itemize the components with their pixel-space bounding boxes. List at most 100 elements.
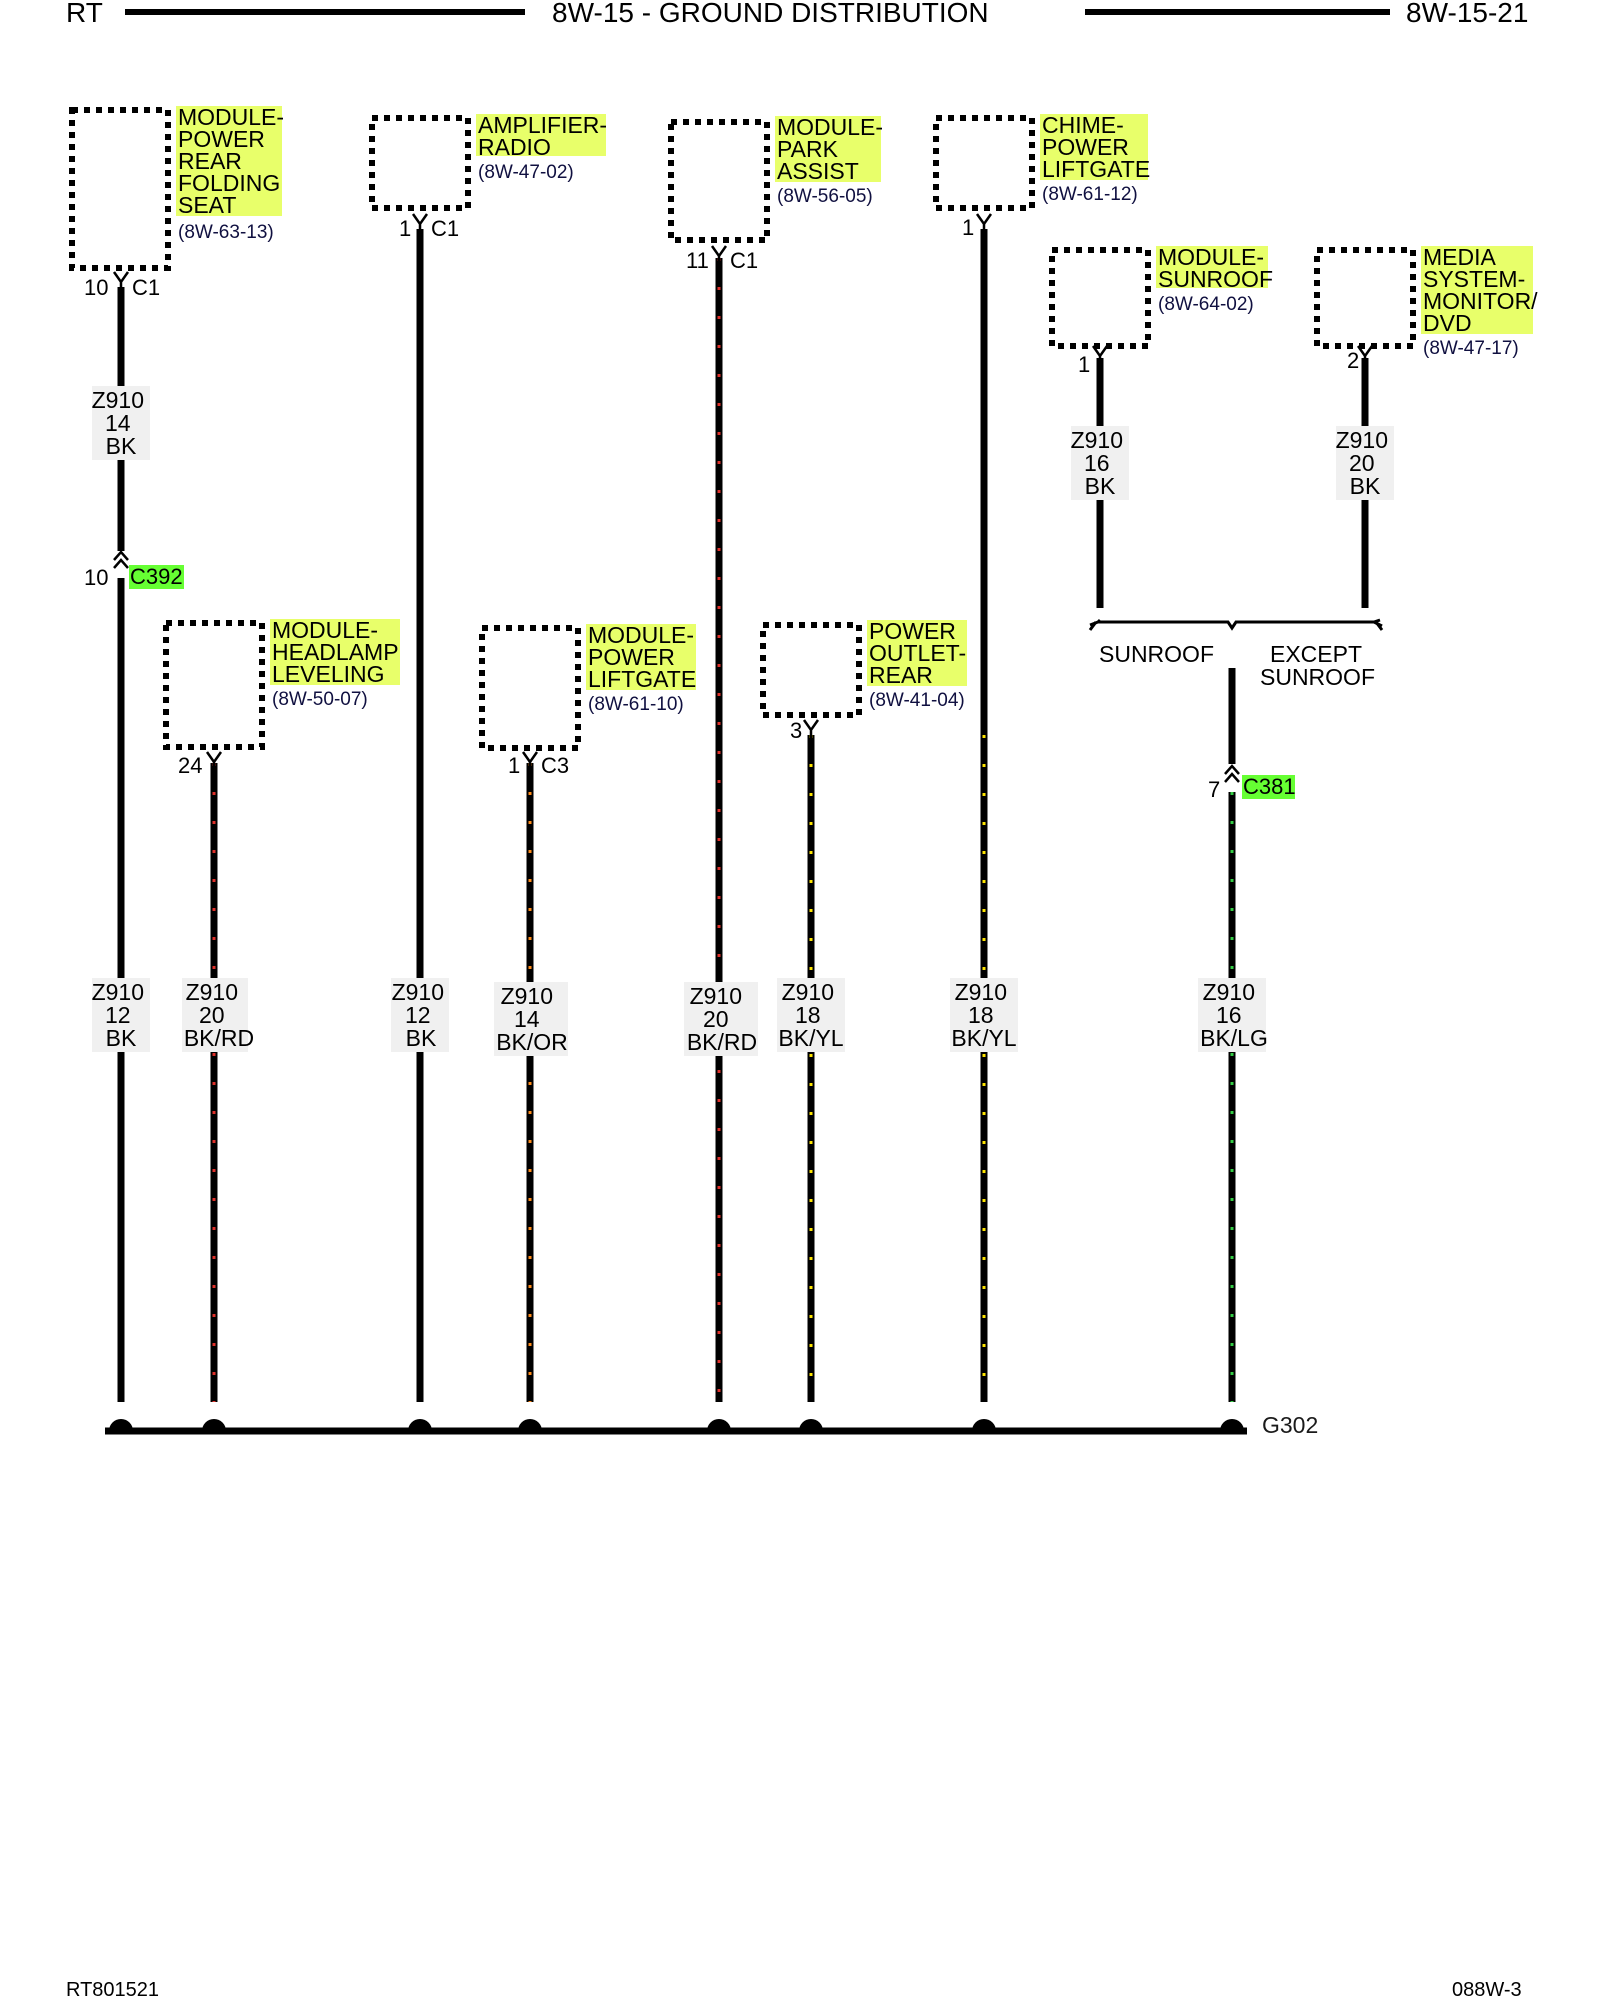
connector-id: C1: [132, 275, 160, 300]
wire-color: BK/LG: [1200, 1025, 1268, 1051]
wire-gauge: 18: [795, 1002, 821, 1028]
wire-label-bg: [1198, 978, 1266, 1052]
wire-label-bg: [950, 978, 1018, 1052]
module-label-line: SYSTEM-: [1423, 266, 1525, 292]
wire-circuit: Z910: [782, 979, 834, 1005]
module-ref: (8W-61-12): [1042, 184, 1138, 205]
wire-label: Z910 20 BK/RD: [182, 978, 254, 1052]
module-media-system-monitor-dvd: MEDIA SYSTEM- MONITOR/ DVD (8W-47-17) 2: [1347, 244, 1544, 373]
pin-number: 1: [508, 753, 520, 778]
wire-label-text: Z910 18 BK/YL: [778, 979, 843, 1051]
module-label-line: MEDIA: [1423, 244, 1497, 270]
wire-label: Z910 12 BK: [391, 978, 449, 1052]
option-except-line1: EXCEPT: [1270, 641, 1362, 667]
module-label-line: LIFTGATE: [1042, 156, 1150, 182]
wire-label-bg: [1336, 426, 1394, 500]
module-label-line: MODULE-: [777, 114, 883, 140]
junction-dot: [109, 1419, 133, 1431]
module-label-line: REAR: [869, 662, 933, 688]
module-media-dvd-box: [1314, 247, 1416, 349]
wire-gauge: 16: [1216, 1002, 1242, 1028]
module-label: CHIME- POWER LIFTGATE: [1042, 112, 1150, 182]
wire-circuit: Z910: [501, 983, 553, 1009]
wire-label-text: Z910 14 BK/OR: [496, 983, 568, 1055]
module-label-line: MONITOR/: [1423, 288, 1538, 314]
pin-number: 10: [84, 275, 108, 300]
module-power-rear-folding-seat-box: [69, 107, 171, 271]
wire-label-text: Z910 20 BK/RD: [687, 983, 757, 1055]
inline-connector-c381: 7 C381: [1208, 774, 1296, 802]
module-headlamp-leveling: MODULE- HEADLAMP LEVELING (8W-50-07) 24: [178, 617, 400, 778]
wire-label-text: Z910 18 BK/YL: [951, 979, 1016, 1051]
pin-symbol: [205, 751, 223, 768]
pin-symbol: [1356, 345, 1374, 362]
pin-symbol: [802, 719, 820, 738]
wire-label-bg: [92, 386, 150, 460]
connector-id: C1: [730, 248, 758, 273]
module-power-outlet-rear: POWER OUTLET- REAR (8W-41-04) 3: [790, 618, 973, 743]
module-ref: (8W-50-07): [272, 689, 368, 710]
connector-highlight: [129, 565, 184, 589]
module-label: POWER OUTLET- REAR: [869, 618, 973, 688]
module-park-assist: MODULE- PARK ASSIST (8W-56-05) 11 C1: [686, 114, 889, 273]
label-highlight: [1156, 246, 1268, 288]
wire-gauge: 20: [1349, 450, 1375, 476]
wire-color: BK: [106, 433, 137, 459]
wire-gauge: 20: [199, 1002, 225, 1028]
connector-name: C392: [130, 564, 183, 589]
wire-circuit: Z910: [92, 387, 144, 413]
module-label-line: PARK: [777, 136, 839, 162]
module-label-line: FOLDING: [178, 170, 280, 196]
junction-dot: [408, 1419, 432, 1431]
junction-dot: [799, 1419, 823, 1431]
connector-highlight: [1242, 775, 1295, 799]
module-label-line: POWER: [1042, 134, 1129, 160]
inline-connector-c392-symbol: [113, 550, 129, 569]
module-label: MEDIA SYSTEM- MONITOR/ DVD: [1423, 244, 1544, 336]
label-highlight: [586, 624, 696, 690]
wire-circuit: Z910: [392, 979, 444, 1005]
label-highlight: [1040, 114, 1148, 180]
wire-circuit: Z910: [955, 979, 1007, 1005]
module-boxes: [69, 107, 1416, 751]
junction-dot: [1220, 1419, 1244, 1431]
pin-number: 24: [178, 753, 202, 778]
junction-dot: [707, 1419, 731, 1431]
inline-connector-symbols: [113, 550, 1240, 783]
pin-symbol: [521, 751, 539, 768]
pin-number: 2: [1347, 348, 1359, 373]
module-power-outlet-rear-box: [760, 622, 862, 718]
module-power-liftgate: MODULE- POWER LIFTGATE (8W-61-10) 1 C3: [508, 622, 696, 778]
option-bracket: [1089, 618, 1383, 631]
module-label-line: LIFTGATE: [588, 666, 696, 692]
ground-label: G302: [1262, 1412, 1318, 1438]
module-label-line: RADIO: [478, 134, 551, 160]
footer-left: RT801521: [66, 1979, 159, 2000]
pin-number: 7: [1208, 777, 1220, 802]
wire-color: BK: [1085, 473, 1116, 499]
module-label: MODULE- PARK ASSIST: [777, 114, 889, 184]
module-label-line: LEVELING: [272, 661, 385, 687]
junction-dot: [202, 1419, 226, 1431]
pin-number: 1: [962, 215, 974, 240]
module-label-line: REAR: [178, 148, 242, 174]
wire-label-text: Z910 20 BK: [1336, 427, 1395, 499]
wire-gauge: 14: [514, 1006, 540, 1032]
wire-label: Z910 18 BK/YL: [950, 978, 1018, 1052]
header-left: RT: [66, 0, 103, 28]
module-sunroof: MODULE- SUNROOF (8W-64-02) 1: [1078, 244, 1273, 377]
wire-label: Z910 12 BK: [92, 978, 150, 1052]
wire-gauge: 18: [968, 1002, 994, 1028]
pin-symbol: [1091, 345, 1109, 362]
module-power-rear-folding-seat: MODULE- POWER REAR FOLDING SEAT (8W-63-1…: [84, 104, 284, 300]
wire-color: BK/RD: [184, 1025, 254, 1051]
wire-color: BK: [106, 1025, 137, 1051]
pin-symbol: [112, 271, 130, 290]
wire-label: Z910 20 BK: [1336, 426, 1395, 500]
option-sunroof: SUNROOF: [1099, 641, 1214, 667]
connector-id: C3: [541, 753, 569, 778]
lower-wire-labels: Z910 12 BK Z910 20 BK/RD Z910 12 BK: [92, 978, 1268, 1056]
connector-name: C381: [1243, 774, 1296, 799]
wire-label-text: Z910 14 BK: [92, 387, 151, 459]
